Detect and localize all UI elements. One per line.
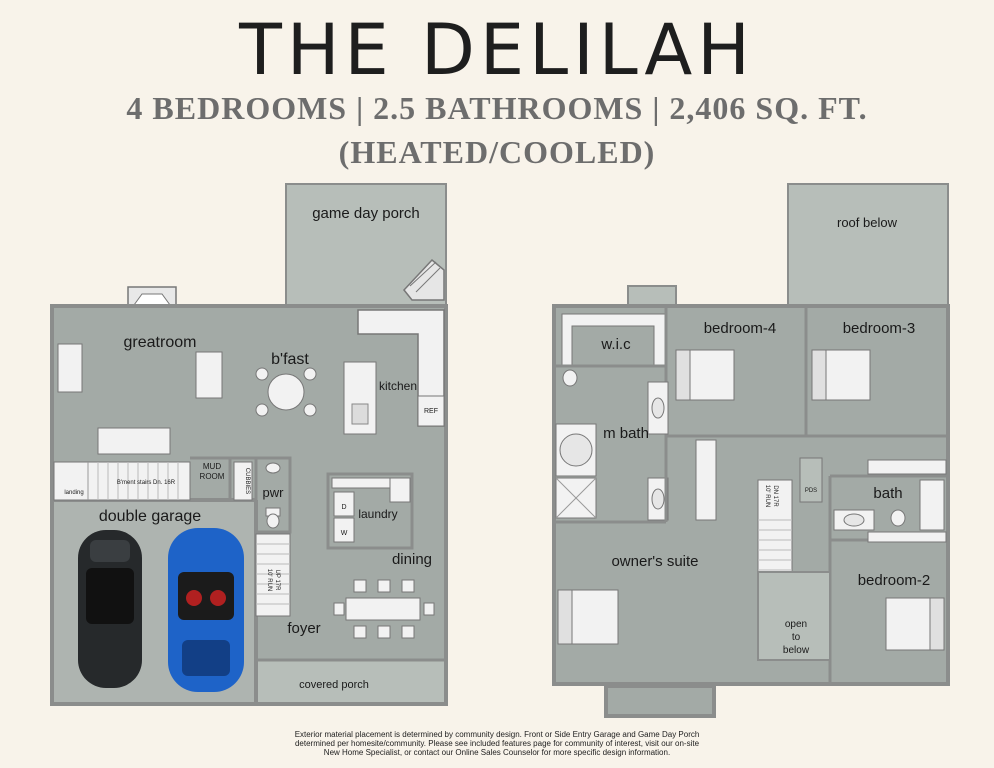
second-floor-outline	[552, 304, 950, 686]
hall-toilet	[890, 509, 906, 527]
stair-run-label: 10' RUN	[266, 569, 272, 592]
cubbies	[233, 461, 253, 501]
powder-room-label: pwr	[263, 485, 285, 500]
bedroom-4-label: bedroom-4	[704, 320, 777, 337]
mud-room-label: MUD	[203, 462, 221, 471]
dining-table	[333, 579, 435, 639]
powder-room	[254, 456, 292, 534]
pds-label: PDS	[805, 488, 817, 494]
greatroom-label: greatroom	[124, 334, 197, 351]
bedroom-3-label: bedroom-3	[843, 320, 916, 337]
foyer-label: foyer	[287, 620, 320, 637]
plan-specs-note: (HEATED/COOLED)	[338, 134, 656, 170]
bath-label: bath	[873, 485, 902, 502]
owners-suite-label: owner's suite	[611, 553, 698, 570]
greatroom-chair	[57, 343, 83, 393]
disclaimer-footer: Exterior material placement is determine…	[200, 730, 794, 757]
master-toilet	[562, 369, 578, 387]
covered-porch-area	[256, 660, 444, 702]
open-to-below-area	[757, 571, 831, 661]
greatroom-chair	[195, 351, 223, 399]
basement-stairs	[53, 461, 191, 501]
pds-area	[799, 457, 823, 503]
bedroom-2-label: bedroom-2	[858, 572, 931, 589]
porch-stairs	[403, 258, 445, 301]
stair-run-label-line2: UP 17R	[274, 570, 280, 592]
ref-label: REF	[424, 408, 438, 415]
bfast-label: b'fast	[271, 351, 309, 368]
mud-room-label-line2: ROOM	[200, 472, 225, 481]
wic-label: w.i.c	[600, 336, 631, 353]
greatroom-sofa	[97, 427, 171, 455]
master-bath-label: m bath	[603, 425, 649, 442]
covered-porch-label: covered porch	[299, 679, 369, 691]
washer	[333, 517, 355, 543]
open-to-below-label: open	[785, 619, 807, 630]
stair-run-label: 10' RUN	[764, 485, 770, 508]
laundry-label: laundry	[358, 507, 397, 521]
plan-title: THE DELILAH	[239, 9, 755, 91]
open-to-below-label-line2: to	[792, 632, 801, 643]
washer-label: W	[341, 530, 348, 537]
chimney	[627, 285, 677, 307]
dining-label: dining	[392, 551, 432, 568]
disclaimer-line: Exterior material placement is determine…	[294, 730, 700, 739]
second-floor-plan: roof below w.i.c bedroom-4 bedroom-3 m b…	[552, 183, 950, 718]
first-floor-plan: game day porch greatroom b'fast kitchen …	[50, 183, 448, 706]
main-stairs-up	[255, 533, 291, 617]
hall-tub	[919, 479, 945, 531]
blue-car	[168, 528, 244, 692]
roof-below-area	[787, 183, 949, 307]
stair-run-label-line2: DN 17R	[772, 485, 778, 507]
open-to-below-label-line3: below	[783, 645, 810, 656]
dryer-label: D	[341, 504, 346, 511]
refrigerator	[417, 395, 445, 427]
disclaimer-line: determined per homesite/community. Pleas…	[294, 739, 700, 748]
double-garage-label: double garage	[99, 508, 201, 525]
landing-label: landing	[64, 490, 83, 496]
breakfast-table	[255, 367, 317, 417]
kitchen-label: kitchen	[379, 379, 417, 393]
roof-below-label: roof below	[837, 215, 898, 230]
closet-shelving	[695, 439, 717, 521]
plan-specs: 4 BEDROOMS | 2.5 BATHROOMS | 2,406 SQ. F…	[126, 90, 868, 126]
cubbies-label: CUBBIES	[244, 468, 250, 494]
dryer	[333, 491, 355, 517]
owners-suite-bay	[604, 684, 716, 718]
basement-stairs-label: B'ment stairs Dn. 16R	[117, 480, 176, 486]
game-day-porch-label: game day porch	[312, 205, 420, 222]
black-car	[78, 530, 142, 688]
laundry-room	[326, 472, 414, 550]
disclaimer-line: New Home Specialist, or contact our Onli…	[323, 748, 671, 757]
